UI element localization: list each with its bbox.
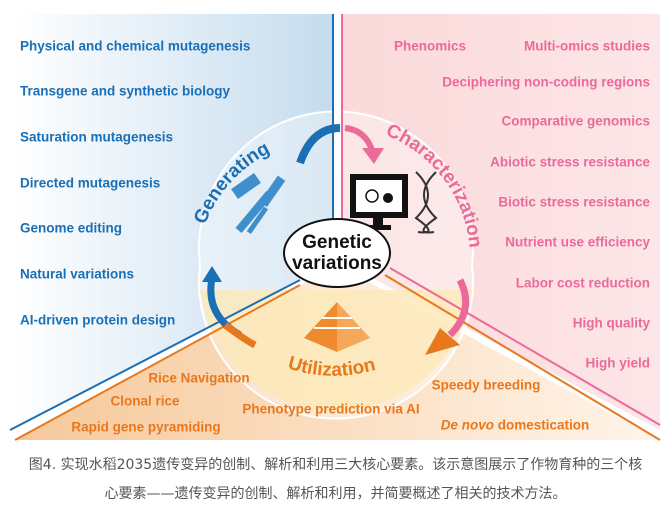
generating-item: Saturation mutagenesis [20, 129, 174, 145]
pyramid-icon [304, 302, 370, 352]
arrow-characterization-to-utilization [447, 278, 470, 338]
characterization-item: Labor cost reduction [515, 275, 650, 291]
generating-item: AI-driven protein design [20, 312, 176, 328]
de-novo-rest: domestication [494, 417, 590, 433]
genetic-variations-center: Genetic variations [283, 218, 391, 288]
generating-divider [9, 279, 301, 431]
utilization-item: Rapid gene pyramiding [71, 419, 221, 435]
caption-line2: 心要素——遗传变异的创制、解析和利用，并简要概述了相关的技术方法。 [104, 486, 567, 502]
characterization-item: High quality [572, 315, 650, 331]
characterization-item: Comparative genomics [501, 113, 650, 129]
utilization-item: Rice Navigation [148, 370, 250, 386]
characterization-item: Nutrient use efficiency [505, 234, 650, 250]
center-line2: variations [292, 253, 382, 274]
characterization-panel [342, 14, 660, 430]
generating-item: Transgene and synthetic biology [20, 83, 231, 99]
characterization-item: Abiotic stress resistance [490, 154, 650, 170]
caption-line1: 图4. 实现水稻2035遗传变异的创制、解析和利用三大核心要素。该示意图展示了作… [28, 457, 643, 473]
tools-icon [231, 173, 286, 235]
dna-icon [414, 171, 438, 234]
center-line1: Genetic [302, 232, 372, 253]
characterization-item: Deciphering non-coding regions [442, 74, 650, 90]
generating-item: Physical and chemical mutagenesis [20, 38, 251, 54]
generating-item: Genome editing [20, 220, 123, 236]
generating-item: Directed mutagenesis [20, 175, 161, 191]
generating-panel [10, 14, 333, 430]
characterization-item: Multi-omics studies [523, 38, 650, 54]
generating-item: Natural variations [20, 266, 135, 282]
utilization-item-de-novo: De novo domestication [441, 418, 590, 433]
characterization-item: Biotic stress resistance [498, 194, 650, 210]
characterization-item: High yield [585, 355, 650, 371]
computer-gear-icon [350, 174, 408, 230]
arrow-generating-to-characterization [296, 124, 341, 165]
utilization-item: Phenotype prediction via AI [242, 401, 420, 417]
utilization-item: Clonal rice [110, 393, 180, 409]
characterization-item: Phenomics [394, 38, 467, 54]
de-novo-italic: De novo [440, 417, 494, 433]
utilization-item: Speedy breeding [431, 377, 541, 393]
